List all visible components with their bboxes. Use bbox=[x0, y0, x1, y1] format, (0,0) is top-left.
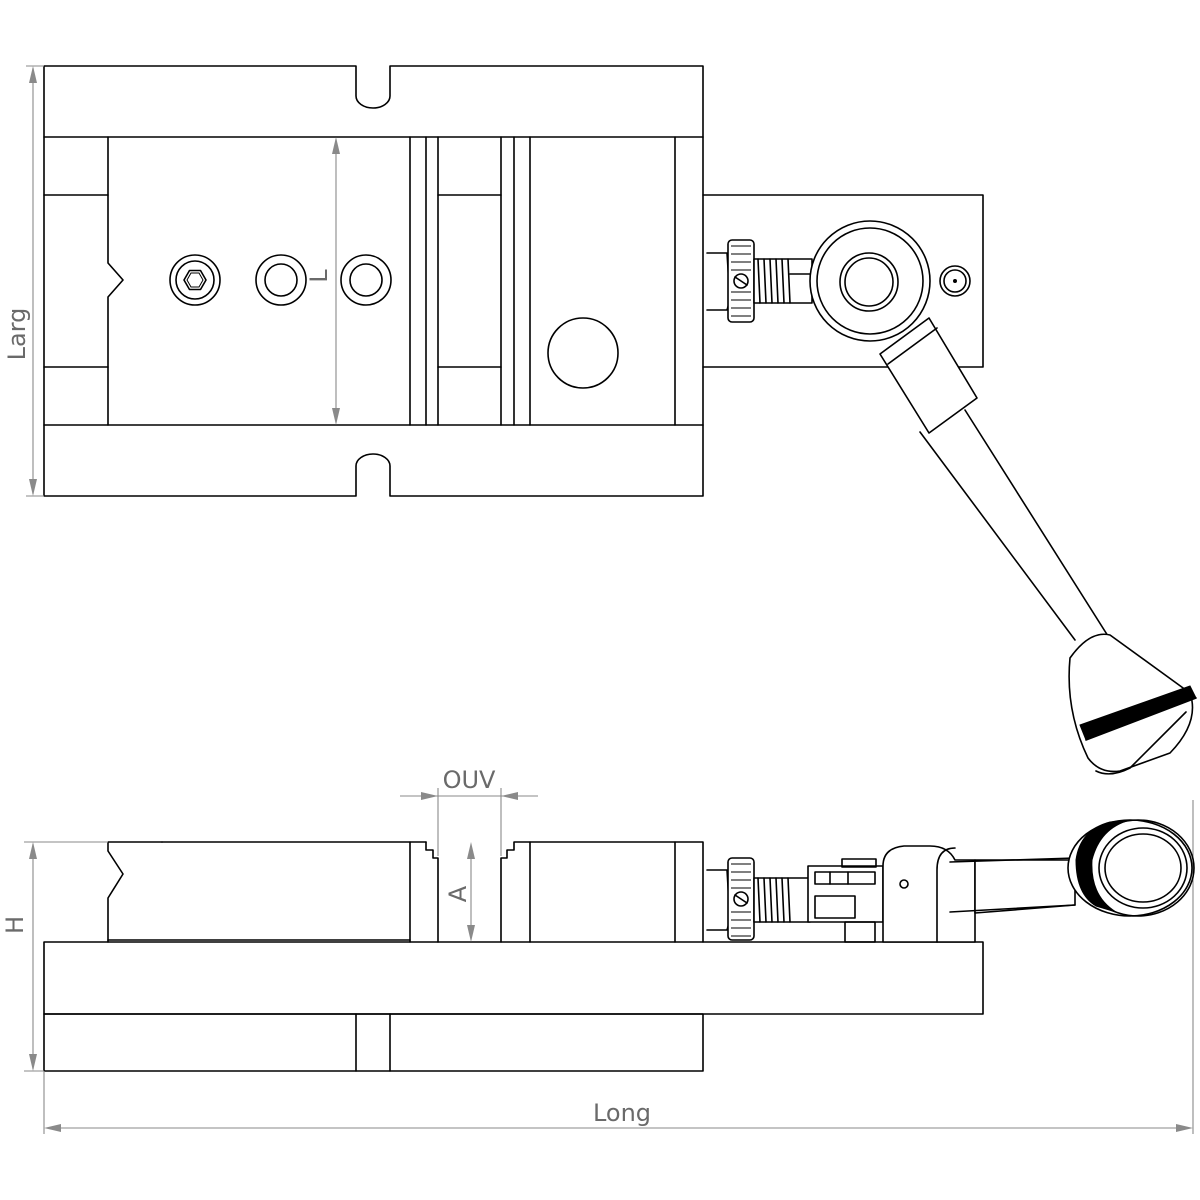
nut-block-side bbox=[807, 858, 884, 943]
counterbore-hole-2 bbox=[340, 254, 392, 306]
extension-plate-top bbox=[702, 194, 984, 368]
top-view: L Larg bbox=[3, 65, 1197, 775]
base-plate-side bbox=[43, 941, 984, 1015]
movable-jaw-side bbox=[500, 841, 704, 943]
label-a: A bbox=[444, 885, 472, 902]
handle-knob-top bbox=[1068, 633, 1197, 775]
pivot-clevis-side bbox=[882, 845, 976, 943]
handle-lever-side bbox=[949, 819, 1195, 917]
dimension-long: Long bbox=[43, 800, 1194, 1134]
dimension-larg: Larg bbox=[3, 65, 44, 497]
fixed-jaw-side bbox=[107, 841, 163, 943]
label-l: L bbox=[305, 269, 333, 283]
knurled-knob-top bbox=[727, 239, 755, 323]
label-ouv: OUV bbox=[443, 766, 496, 794]
side-view: OUV A H Long bbox=[1, 766, 1195, 1134]
base-side-lower bbox=[43, 1013, 704, 1072]
dimension-l: L bbox=[305, 137, 340, 425]
counterbore-hole-1 bbox=[255, 254, 307, 306]
base-plate-top bbox=[43, 65, 704, 497]
jaw-pin bbox=[547, 317, 619, 389]
hex-socket-screw bbox=[169, 254, 221, 306]
label-long: Long bbox=[593, 1099, 651, 1127]
dimension-ouv: OUV bbox=[400, 766, 538, 856]
handle-lever-top bbox=[809, 220, 1197, 775]
threaded-screw-top bbox=[753, 258, 813, 304]
dimension-h: H bbox=[1, 841, 108, 1072]
fixed-jaw-top bbox=[107, 136, 124, 426]
dimension-a: A bbox=[444, 842, 475, 942]
handle-knob-side bbox=[1067, 819, 1195, 917]
label-h: H bbox=[1, 916, 29, 934]
threaded-screw-side bbox=[753, 877, 811, 923]
label-larg: Larg bbox=[3, 308, 31, 361]
knurled-knob-side bbox=[727, 857, 755, 941]
